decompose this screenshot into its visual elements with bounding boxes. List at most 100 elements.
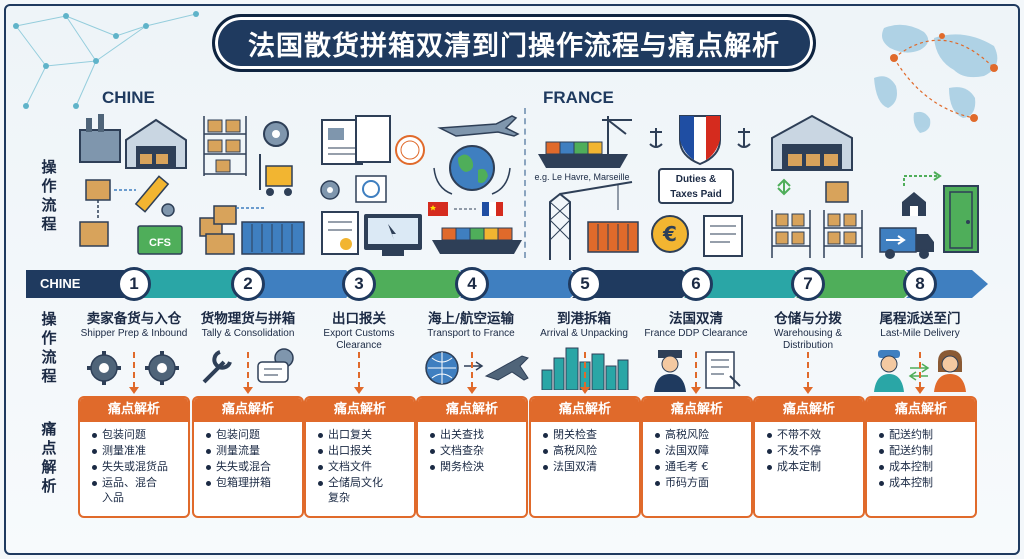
world-map-icon bbox=[874, 24, 998, 133]
timeline-origin-tag: CHINE bbox=[40, 276, 81, 291]
process-timeline bbox=[26, 270, 988, 298]
factory-warehouse-icon: CFS bbox=[79, 114, 187, 255]
svg-text:€: € bbox=[662, 222, 677, 246]
pain-item: 测量流量 bbox=[206, 443, 298, 459]
pain-item: 出口复关 bbox=[318, 427, 410, 443]
pain-arrow-8 bbox=[915, 352, 925, 394]
page-title: 法国散货拼箱双清到门操作流程与痛点解析 bbox=[248, 30, 780, 62]
pain-item: 币码方面 bbox=[655, 475, 747, 491]
customs-officer-doc-icon bbox=[654, 350, 741, 392]
timeline-segment-3 bbox=[238, 270, 362, 298]
pain-item: 法国双障 bbox=[655, 443, 747, 459]
timeline-segment-5 bbox=[460, 270, 586, 298]
pain-header: 痛点解析 bbox=[418, 398, 526, 422]
pain-item: 入品 bbox=[102, 491, 124, 504]
globe-plane-icon bbox=[425, 351, 529, 385]
network-decoration-icon bbox=[13, 11, 199, 109]
pain-item: 包装问题 bbox=[92, 427, 184, 443]
pain-item: 文档文件 bbox=[318, 459, 410, 475]
pain-arrow-4 bbox=[467, 352, 477, 394]
pain-item: 失失或混合 bbox=[206, 459, 298, 475]
pain-list: 包装问题 测量流量 失失或混合 包箱理拼箱 bbox=[194, 422, 302, 491]
pain-header: 痛点解析 bbox=[531, 398, 639, 422]
pain-list: 出口复关 出口报关 文档文件 仝储局文化 复杂 bbox=[306, 422, 414, 505]
pain-item: 出关查找 bbox=[430, 427, 522, 443]
pain-item: 高税风险 bbox=[655, 427, 747, 443]
pain-item: 成本控制 bbox=[879, 475, 971, 491]
title-banner: 法国散货拼箱双清到门操作流程与痛点解析 bbox=[212, 14, 816, 72]
side-label-operation-top: 操作流程 bbox=[41, 158, 57, 233]
timeline-segment-4 bbox=[348, 270, 474, 298]
pain-item: 閉关检查 bbox=[543, 427, 635, 443]
region-divider bbox=[524, 108, 526, 258]
city-skyline-icon bbox=[541, 347, 629, 390]
pain-item: 包箱理拼箱 bbox=[206, 475, 298, 491]
pain-item: 失失或混货品 bbox=[92, 459, 184, 475]
customs-documents-icon bbox=[320, 115, 425, 256]
pain-header: 痛点解析 bbox=[306, 398, 414, 422]
pain-item: 复杂 bbox=[328, 491, 350, 504]
pain-header: 痛点解析 bbox=[80, 398, 188, 422]
pain-item: 不带不效 bbox=[767, 427, 859, 443]
port-crane-icon bbox=[538, 116, 639, 260]
timeline-segment-7 bbox=[684, 270, 810, 298]
pain-item: 出口报关 bbox=[318, 443, 410, 459]
pain-list: 不带不效 不发不停 成本定制 bbox=[755, 422, 863, 475]
pain-item: 测量准准 bbox=[92, 443, 184, 459]
pain-arrow-5 bbox=[580, 352, 590, 394]
wrench-chat-icon bbox=[202, 348, 294, 384]
pain-list: 高税风险 法国双障 通毛考 € 币码方面 bbox=[643, 422, 751, 491]
france-customs-shield-icon: € bbox=[649, 115, 751, 257]
warehouse-forklift-icon bbox=[199, 116, 305, 255]
pain-header: 痛点解析 bbox=[867, 398, 975, 422]
region-label-china: CHINE bbox=[102, 88, 155, 107]
step-number-2: 2 bbox=[231, 267, 265, 301]
pain-item: 配送约制 bbox=[879, 427, 971, 443]
pain-arrow-2 bbox=[243, 352, 253, 394]
pain-list: 包装问题 测量准准 失失或混货品 运品、混合 入品 bbox=[80, 422, 188, 505]
pain-box-1: 痛点解析 包装问题 测量准准 失失或混货品 运品、混合 入品 bbox=[78, 396, 190, 518]
port-caption: e.g. Le Havre, Marseille bbox=[534, 172, 630, 182]
pain-arrow-1 bbox=[129, 352, 139, 394]
pain-item: 包装问题 bbox=[206, 427, 298, 443]
pain-header: 痛点解析 bbox=[755, 398, 863, 422]
gears-icon bbox=[87, 351, 179, 385]
pain-box-4: 痛点解析 出关查找 文档查杂 関务检泱 bbox=[416, 396, 528, 518]
pain-list: 出关查找 文档查杂 関务检泱 bbox=[418, 422, 526, 475]
pain-arrow-6 bbox=[691, 352, 701, 394]
delivery-truck-icon bbox=[879, 171, 979, 259]
step-number-1: 1 bbox=[117, 267, 151, 301]
step-number-6: 6 bbox=[679, 267, 713, 301]
step-number-3: 3 bbox=[342, 267, 376, 301]
pain-item: 不发不停 bbox=[767, 443, 859, 459]
pain-item: 配送约制 bbox=[879, 443, 971, 459]
pain-item: 高税风险 bbox=[543, 443, 635, 459]
pain-item: 成本控制 bbox=[879, 459, 971, 475]
pain-item: 関务检泱 bbox=[430, 459, 522, 475]
pain-item: 法国双清 bbox=[543, 459, 635, 475]
svg-text:CFS: CFS bbox=[149, 237, 171, 249]
pain-box-8: 痛点解析 配送约制 配送约制 成本控制 成本控制 bbox=[865, 396, 977, 518]
pain-box-5: 痛点解析 閉关检查 高税风险 法国双清 bbox=[529, 396, 641, 518]
side-label-pain: 痛点解析 bbox=[41, 420, 57, 495]
step-number-7: 7 bbox=[791, 267, 825, 301]
pain-list: 閉关检查 高税风险 法国双清 bbox=[531, 422, 639, 475]
pain-box-7: 痛点解析 不带不效 不发不停 成本定制 bbox=[753, 396, 865, 518]
pain-item: 成本定制 bbox=[767, 459, 859, 475]
pain-header: 痛点解析 bbox=[643, 398, 751, 422]
pain-header: 痛点解析 bbox=[194, 398, 302, 422]
pain-box-3: 痛点解析 出口复关 出口报关 文档文件 仝储局文化 复杂 bbox=[304, 396, 416, 518]
pain-item: 运品、混合 bbox=[92, 475, 184, 491]
pain-item: 文档查杂 bbox=[430, 443, 522, 459]
step-number-4: 4 bbox=[455, 267, 489, 301]
side-label-operation-mid: 操作流程 bbox=[41, 310, 57, 385]
pain-item: 通毛考 € bbox=[655, 459, 747, 475]
